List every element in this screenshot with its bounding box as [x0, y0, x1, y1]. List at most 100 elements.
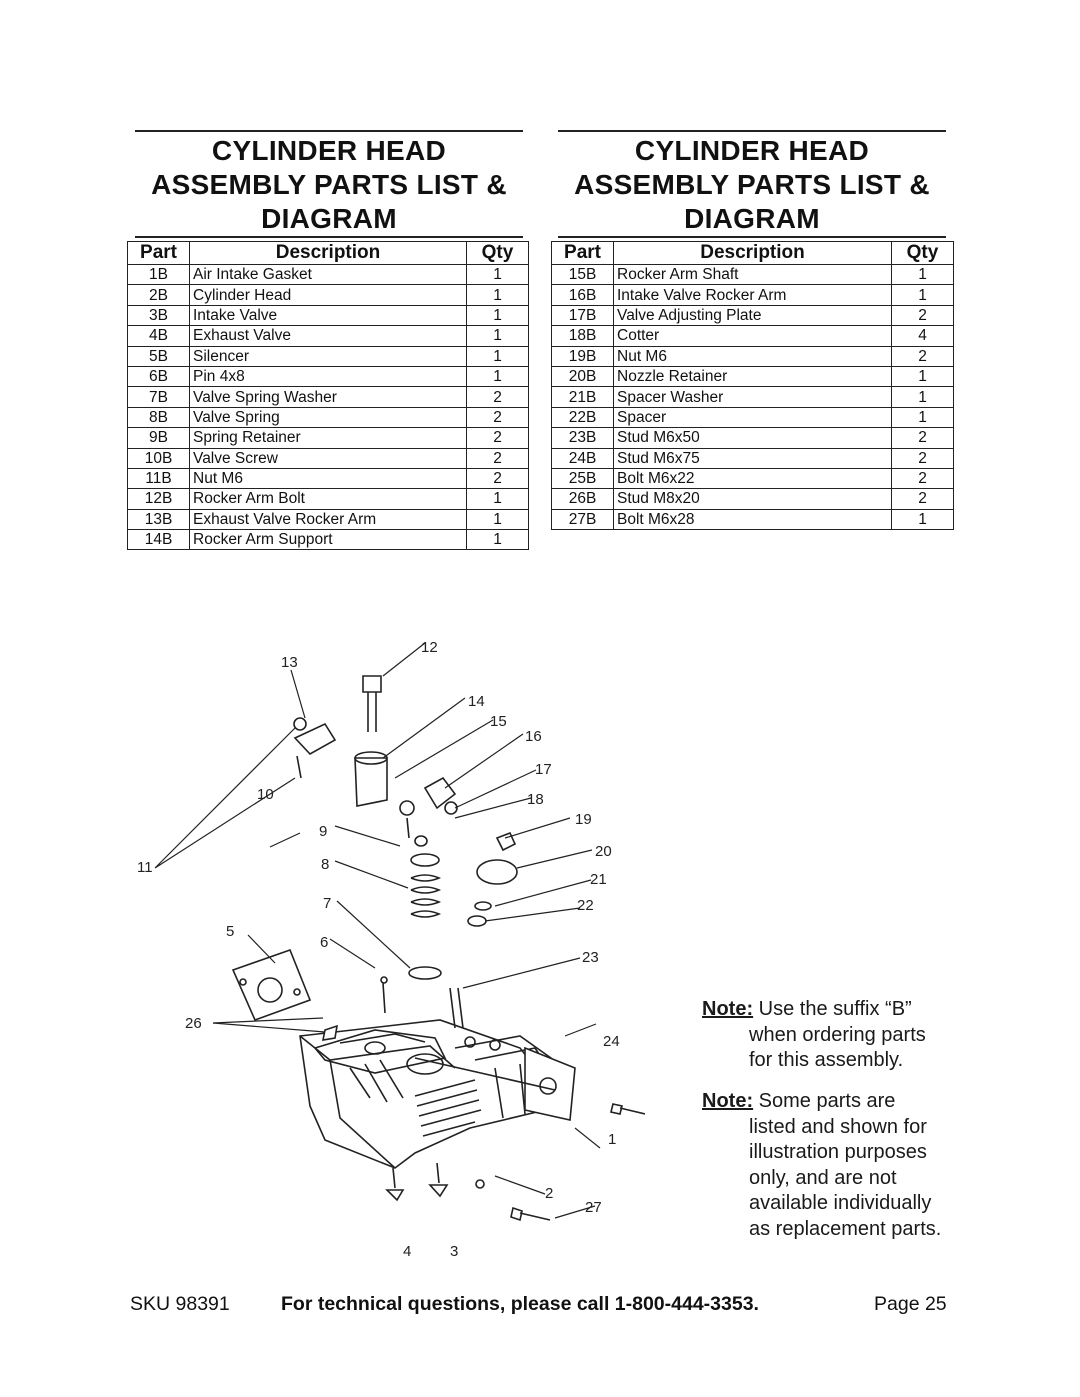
cell-qty: 1 [891, 284, 954, 306]
note-text: only, and are not [749, 1166, 897, 1189]
cell-qty: 1 [466, 263, 529, 286]
cell-part: 26B [551, 488, 614, 510]
cell-part: 6B [127, 365, 190, 388]
cell-description: Cotter [613, 325, 892, 347]
cell-description: Rocker Arm Shaft [613, 263, 892, 286]
callout-16: 16 [525, 728, 542, 745]
cell-part: 13B [127, 508, 190, 531]
parts-list-title-left: CYLINDER HEAD ASSEMBLY PARTS LIST & DIAG… [135, 130, 523, 238]
title-line-1: CYLINDER HEAD [634, 135, 870, 166]
cell-qty: 1 [466, 345, 529, 367]
callout-27: 27 [585, 1199, 602, 1216]
cell-description: Spacer [613, 406, 892, 429]
cell-part: 21B [551, 386, 614, 408]
header-description: Description [189, 241, 467, 265]
header-description: Description [613, 241, 892, 265]
cell-description: Stud M6x75 [613, 447, 892, 469]
cell-description: Spring Retainer [189, 427, 467, 449]
cell-qty: 1 [466, 508, 529, 531]
title-line-1: CYLINDER HEAD [211, 135, 447, 166]
callout-10: 10 [257, 786, 274, 803]
callout-6: 6 [320, 934, 328, 951]
cell-description: Cylinder Head [189, 284, 467, 306]
cell-qty: 1 [466, 529, 529, 551]
cell-description: Valve Adjusting Plate [613, 304, 892, 327]
cell-qty: 1 [891, 508, 954, 531]
cell-qty: 1 [891, 386, 954, 408]
cell-description: Nut M6 [613, 345, 892, 367]
callout-9: 9 [319, 823, 327, 840]
table-header-row: Part Description Qty [551, 241, 954, 265]
cell-description: Intake Valve Rocker Arm [613, 284, 892, 306]
cell-part: 2B [127, 284, 190, 306]
cell-qty: 2 [891, 345, 954, 367]
cell-part: 25B [551, 467, 614, 490]
title-line-3: DIAGRAM [261, 203, 397, 234]
note-text: Some parts are [758, 1090, 896, 1112]
cell-part: 11B [127, 467, 190, 490]
callout-4: 4 [403, 1243, 411, 1260]
cell-qty: 1 [891, 406, 954, 429]
cell-qty: 4 [891, 325, 954, 347]
cell-part: 14B [127, 529, 190, 551]
header-part: Part [127, 241, 190, 265]
cell-part: 4B [127, 325, 190, 347]
callout-22: 22 [577, 897, 594, 914]
callout-1: 1 [608, 1131, 616, 1148]
callout-12: 12 [421, 639, 438, 656]
cell-qty: 1 [891, 263, 954, 286]
note-text: when ordering parts [749, 1023, 926, 1046]
availability-note: Note: Some parts are listed and shown fo… [702, 1089, 941, 1242]
tech-support-line: For technical questions, please call 1-8… [281, 1293, 759, 1315]
cell-part: 1B [127, 263, 190, 286]
cell-part: 5B [127, 345, 190, 367]
cell-qty: 2 [466, 386, 529, 408]
cell-qty: 2 [891, 488, 954, 510]
cell-description: Intake Valve [189, 304, 467, 327]
cell-qty: 2 [891, 427, 954, 449]
callout-21: 21 [590, 871, 607, 888]
cell-part: 10B [127, 447, 190, 469]
cell-description: Pin 4x8 [189, 365, 467, 388]
table-header-row: Part Description Qty [127, 241, 529, 265]
note-text: as replacement parts. [749, 1217, 942, 1240]
cell-description: Spacer Washer [613, 386, 892, 408]
callout-11: 11 [137, 859, 153, 876]
title-line-3: DIAGRAM [684, 203, 820, 234]
cell-description: Valve Spring [189, 406, 467, 429]
cell-qty: 2 [891, 467, 954, 490]
cell-description: Exhaust Valve Rocker Arm [189, 508, 467, 531]
cell-part: 17B [551, 304, 614, 327]
cell-qty: 2 [466, 447, 529, 469]
callout-3: 3 [450, 1243, 458, 1260]
cell-part: 9B [127, 427, 190, 449]
cell-qty: 2 [466, 467, 529, 490]
cell-description: Valve Spring Washer [189, 386, 467, 408]
callout-13: 13 [281, 654, 298, 671]
callout-8: 8 [321, 856, 329, 873]
sku-label: SKU 98391 [130, 1293, 230, 1315]
cell-part: 27B [551, 508, 614, 531]
cell-description: Stud M6x50 [613, 427, 892, 449]
cell-qty: 2 [466, 406, 529, 429]
cell-part: 19B [551, 345, 614, 367]
note-text: illustration purposes [749, 1141, 927, 1163]
cell-description: Nut M6 [189, 467, 467, 490]
cell-part: 15B [551, 263, 614, 286]
header-part: Part [551, 241, 614, 265]
